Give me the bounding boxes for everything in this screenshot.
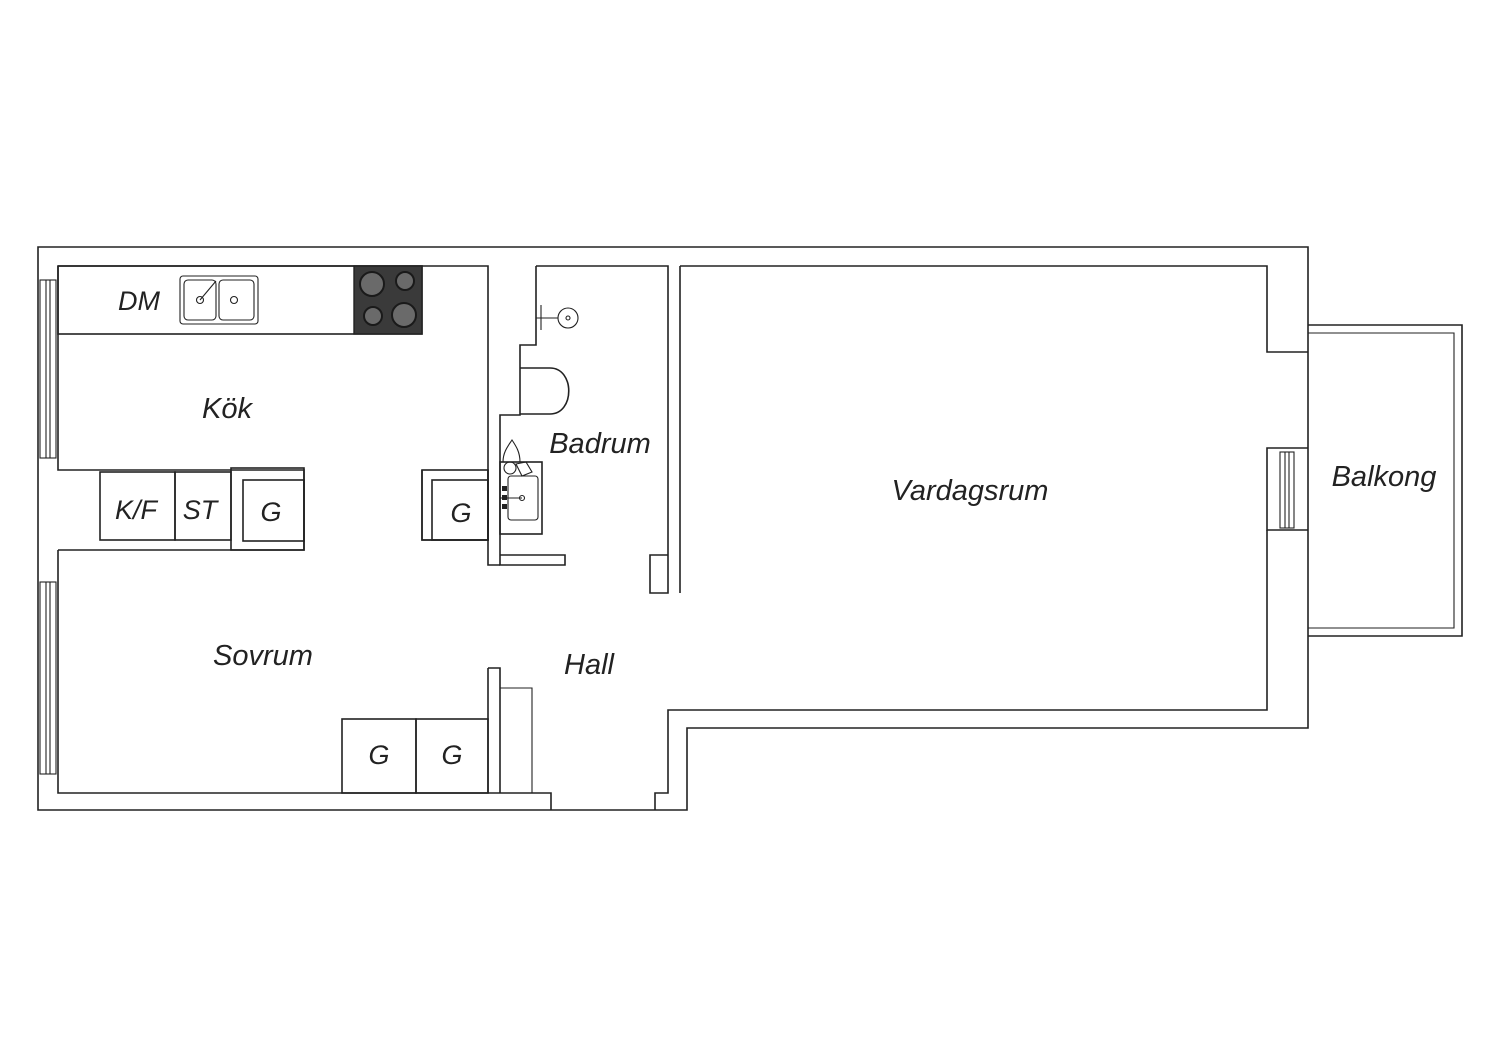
bedroom-wardrobes [341, 718, 489, 794]
balcony [1308, 324, 1463, 637]
label-wardrobe-bath: G [450, 498, 471, 528]
room-label-living-room: Vardagsrum [892, 475, 1049, 507]
washbasin-icon [499, 461, 543, 535]
shower-icon [536, 305, 579, 330]
sink-icon [179, 275, 259, 325]
washing-machine-icon [502, 439, 533, 477]
label-broom-closet: ST [183, 495, 220, 525]
stove-icon [353, 265, 423, 335]
window-kitchen [39, 279, 57, 459]
room-label-hall: Hall [564, 649, 616, 681]
exterior-walls [37, 246, 1309, 811]
bathroom-wardrobe [421, 469, 489, 541]
room-label-bathroom: Badrum [549, 428, 651, 460]
room-label-kitchen: Kök [202, 393, 253, 425]
label-wardrobe-bedroom-1: G [368, 740, 389, 770]
room-label-bedroom: Sovrum [213, 640, 313, 672]
window-bedroom [39, 581, 57, 775]
label-dishwasher: DM [118, 286, 160, 316]
balcony-door [1279, 451, 1295, 529]
kitchen-cabinets [99, 467, 305, 551]
toilet-icon [520, 367, 570, 415]
label-fridge-freezer: K/F [115, 495, 159, 525]
label-wardrobe-bedroom-2: G [441, 740, 462, 770]
room-label-balcony: Balkong [1332, 461, 1437, 493]
label-wardrobe-kitchen: G [260, 497, 281, 527]
